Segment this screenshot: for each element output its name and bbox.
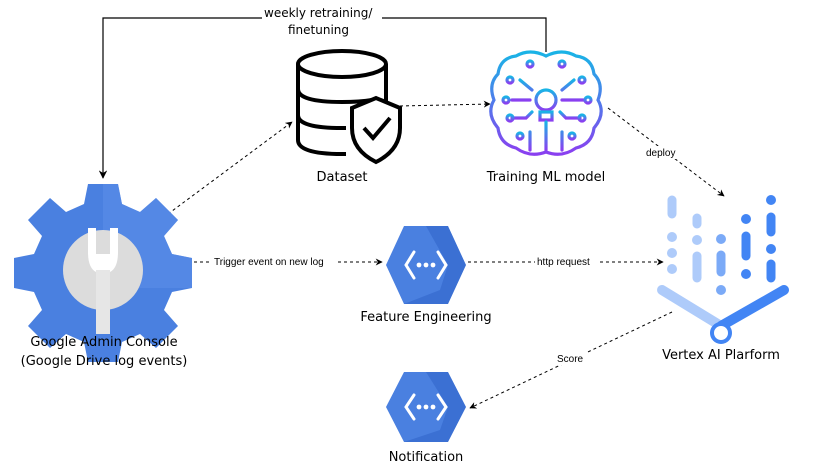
ml-brain-circuit-icon (489, 50, 603, 156)
gear-wrench-icon (14, 184, 192, 362)
trigger-label: Trigger event on new log (214, 257, 324, 268)
admin-to-dataset-connector (167, 121, 293, 215)
notification-node[interactable]: Notification (386, 372, 466, 465)
dataset-to-training-connector (399, 100, 491, 108)
admin-console-node[interactable]: Google Admin Console (Google Drive log e… (14, 184, 192, 369)
admin-console-title: Google Admin Console (30, 335, 177, 350)
training-label: Training ML model (486, 170, 606, 185)
admin-console-subtitle: (Google Drive log events) (21, 354, 188, 369)
dataset-label: Dataset (317, 170, 368, 185)
retraining-label-line2: finetuning (288, 23, 349, 37)
dataset-node[interactable]: Dataset (296, 49, 402, 185)
retraining-label-line1: weekly retraining/ (264, 6, 373, 20)
vertex-label: Vertex AI Plarform (662, 348, 780, 363)
notification-label: Notification (389, 450, 464, 465)
vertex-node[interactable]: Vertex AI Plarform (657, 195, 789, 363)
http-request-label: http request (537, 257, 590, 268)
feature-engineering-label: Feature Engineering (360, 310, 491, 325)
cloud-functions-icon (386, 372, 466, 442)
database-shield-icon (296, 49, 402, 165)
vertex-ai-icon (657, 195, 789, 344)
score-label: Score (557, 354, 584, 365)
feature-engineering-node[interactable]: Feature Engineering (360, 226, 492, 325)
score-connector (469, 311, 673, 409)
deploy-label: deploy (646, 148, 675, 159)
training-node[interactable]: Training ML model (486, 50, 606, 185)
cloud-functions-icon (386, 226, 466, 304)
